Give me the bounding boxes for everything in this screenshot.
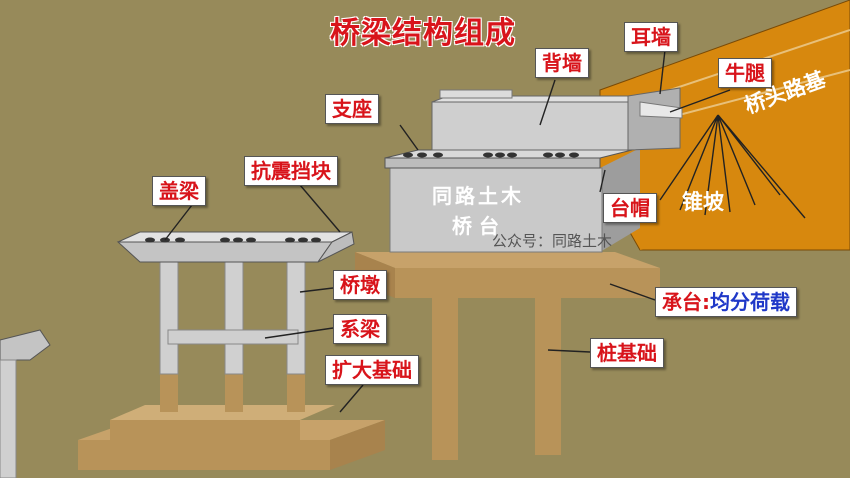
pile-2 (535, 290, 561, 455)
label-cap-beam: 盖梁 (152, 176, 206, 206)
leader-lines (164, 49, 731, 413)
back-wall-lip (439, 89, 513, 99)
cone-slope-lines (659, 114, 806, 219)
pile-cap-top (355, 252, 660, 268)
label-back-wall: 背墙 (535, 48, 589, 78)
pier-column-2 (224, 251, 244, 375)
pier-cap (116, 241, 333, 263)
abutment-cap (384, 157, 601, 169)
back-wall (431, 101, 629, 151)
label-pile-foundation: 桩基础 (590, 338, 664, 368)
ear-wall (627, 87, 681, 151)
watermark: 公众号：同路土木 (492, 232, 613, 250)
label-ear-wall: 耳墙 (624, 22, 678, 52)
label-abutment-cap: 台帽 (603, 193, 657, 223)
abutment-body (389, 167, 603, 253)
spread-footing-upper (110, 420, 300, 440)
left-pier-cap (0, 329, 51, 361)
label-pile-cap: 承台:均分荷载 (655, 287, 797, 317)
label-pile-cap-text: 承台: (662, 290, 710, 314)
cone-slope (640, 110, 820, 250)
label-bearing: 支座 (325, 94, 379, 124)
column-base-3 (287, 372, 305, 412)
label-abutment: 桥 台 (452, 214, 499, 238)
label-spread-foundation: 扩大基础 (325, 355, 419, 385)
label-pile-cap-note: 均分荷载 (710, 290, 790, 314)
column-base-1 (160, 372, 178, 412)
abutment-brand-text: 同路土木 (432, 184, 524, 208)
column-base-2 (225, 372, 243, 412)
tie-beam (167, 329, 299, 345)
pier-column-1 (159, 251, 179, 375)
diagram-title: 桥梁结构组成 (330, 16, 516, 51)
pile-1 (432, 290, 458, 460)
label-cone-slope: 锥坡 (682, 190, 724, 214)
left-pier-column (0, 359, 17, 478)
pile-cap (395, 268, 660, 298)
label-tie-beam: 系梁 (333, 314, 387, 344)
label-seismic-block: 抗震挡块 (244, 156, 338, 186)
corbel (639, 101, 683, 119)
pier-column-3 (286, 251, 306, 375)
shear-key (317, 231, 355, 263)
abutment-bearings (403, 152, 579, 158)
spread-footing-base (78, 440, 330, 470)
spread-footing-base-side (330, 420, 385, 470)
label-corbel: 牛腿 (718, 58, 772, 88)
label-pier: 桥墩 (333, 270, 387, 300)
